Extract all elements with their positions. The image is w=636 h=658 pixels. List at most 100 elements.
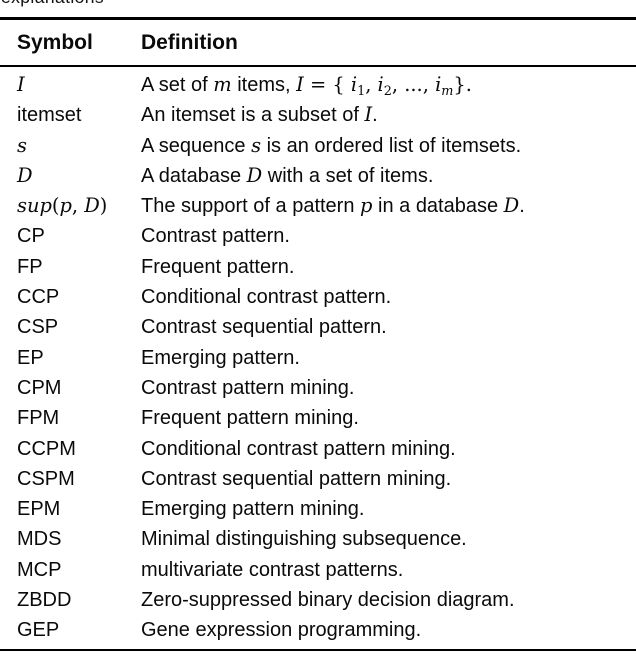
math-text-run: I <box>296 72 304 96</box>
text-run: multivariate contrast patterns. <box>141 558 404 581</box>
text-run: ZBDD <box>17 589 72 612</box>
definition-cell: A database D with a set of items. <box>141 161 636 191</box>
symbol-cell: GEP <box>0 615 141 645</box>
text-run: GEP <box>17 619 60 642</box>
definition-cell: A sequence s is an ordered list of items… <box>141 131 636 161</box>
text-run: CSP <box>17 316 59 339</box>
column-header-symbol: Symbol <box>17 30 93 54</box>
text-run: Contrast sequential pattern. <box>141 316 387 339</box>
caption-text: explanations <box>1 0 104 7</box>
symbol-cell: CP <box>0 221 141 251</box>
table-row: CSP Contrast sequential pattern. <box>0 312 636 342</box>
definition-cell: Gene expression programming. <box>141 615 636 645</box>
text-run: Zero-suppressed binary decision diagram. <box>141 589 515 612</box>
text-run: A sequence <box>141 134 252 157</box>
math-text-run: D <box>17 163 33 187</box>
math-text-run: sup <box>17 194 52 218</box>
definition-cell: Emerging pattern. <box>141 343 636 373</box>
table-row: CPM Contrast pattern mining. <box>0 373 636 403</box>
math-text-run: i <box>350 72 358 96</box>
table-row: itemset An itemset is a subset of I. <box>0 100 636 130</box>
table-row: EP Emerging pattern. <box>0 343 636 373</box>
symbol-cell: CSPM <box>0 464 141 494</box>
math-text-run: 1 <box>357 83 366 99</box>
symbol-cell: EPM <box>0 494 141 524</box>
text-run: Emerging pattern mining. <box>141 498 365 521</box>
symbol-cell: CSP <box>0 312 141 342</box>
symbol-cell: EP <box>0 343 141 373</box>
symbol-cell: itemset <box>0 100 141 130</box>
symbol-cell: ZBDD <box>0 585 141 615</box>
math-text-run: 2 <box>383 83 392 99</box>
definition-cell: multivariate contrast patterns. <box>141 555 636 585</box>
math-text-run: D <box>246 163 263 187</box>
text-run: Contrast sequential pattern mining. <box>141 467 452 490</box>
math-text-run: I <box>17 72 25 96</box>
text-run: itemset <box>17 104 82 127</box>
text-run: FPM <box>17 407 60 430</box>
table-bottom-rule <box>0 648 636 652</box>
math-text-run: , <box>71 194 85 218</box>
text-run: in a database <box>372 195 504 218</box>
table-mid-rule <box>0 64 636 67</box>
text-run: . <box>519 195 525 218</box>
text-run: An itemset is a subset of <box>141 104 365 127</box>
definition-cell: Contrast sequential pattern. <box>141 312 636 342</box>
table-row: CCP Conditional contrast pattern. <box>0 282 636 312</box>
column-header-definition: Definition <box>141 30 238 54</box>
text-run: CP <box>17 225 45 248</box>
table-row: MDS Minimal distinguishing subsequence. <box>0 524 636 554</box>
text-run: Conditional contrast pattern mining. <box>141 437 456 460</box>
definition-cell: Contrast pattern mining. <box>141 373 636 403</box>
math-text-run: i <box>377 72 384 96</box>
definition-cell: Frequent pattern mining. <box>141 403 636 433</box>
text-run: Frequent pattern mining. <box>141 407 359 430</box>
text-run: items, <box>231 73 297 96</box>
math-text-run: ) <box>99 194 108 218</box>
math-text-run: D <box>84 194 100 218</box>
text-run: A database <box>141 164 247 187</box>
text-run: Conditional contrast pattern. <box>141 286 392 309</box>
text-run: CCPM <box>17 437 76 460</box>
text-run: FP <box>17 255 43 278</box>
text-run: Contrast pattern mining. <box>141 376 355 399</box>
definition-cell: A set of m items, I = { i1, i2, ..., im}… <box>141 70 636 100</box>
symbol-cell: MDS <box>0 524 141 554</box>
text-run: The support of a pattern <box>141 195 361 218</box>
math-text-run: ( <box>51 194 60 218</box>
table-row: CCPM Conditional contrast pattern mining. <box>0 434 636 464</box>
math-text-run: , ..., <box>391 72 436 96</box>
symbol-cell: MCP <box>0 555 141 585</box>
math-text-run: I <box>364 103 373 127</box>
definition-cell: Minimal distinguishing subsequence. <box>141 524 636 554</box>
text-run: EPM <box>17 498 61 521</box>
math-text-run: = { <box>303 72 351 96</box>
text-run: with a set of items. <box>262 164 434 187</box>
table-caption-fragment: explanations <box>1 0 321 8</box>
text-run: . <box>372 104 378 127</box>
definition-cell: Emerging pattern mining. <box>141 494 636 524</box>
symbol-cell: FPM <box>0 403 141 433</box>
definition-cell: Contrast pattern. <box>141 221 636 251</box>
text-run: CPM <box>17 376 62 399</box>
text-run: Emerging pattern. <box>141 346 300 369</box>
text-run: Minimal distinguishing subsequence. <box>141 528 467 551</box>
definition-cell: An itemset is a subset of I. <box>141 100 636 130</box>
text-run: EP <box>17 346 44 369</box>
math-text-run: p <box>360 194 373 218</box>
table-row: ZBDD Zero-suppressed binary decision diag… <box>0 585 636 615</box>
definition-cell: The support of a pattern p in a database… <box>141 191 636 221</box>
symbol-cell: CPM <box>0 373 141 403</box>
table-header-row: Symbol Definition <box>0 20 636 65</box>
text-run: CCP <box>17 286 60 309</box>
text-run: is an ordered list of itemsets. <box>261 134 522 157</box>
table-top-rule <box>0 17 636 20</box>
text-run: MDS <box>17 528 62 551</box>
symbol-cell: I <box>0 70 141 100</box>
table-row: FPM Frequent pattern mining. <box>0 403 636 433</box>
